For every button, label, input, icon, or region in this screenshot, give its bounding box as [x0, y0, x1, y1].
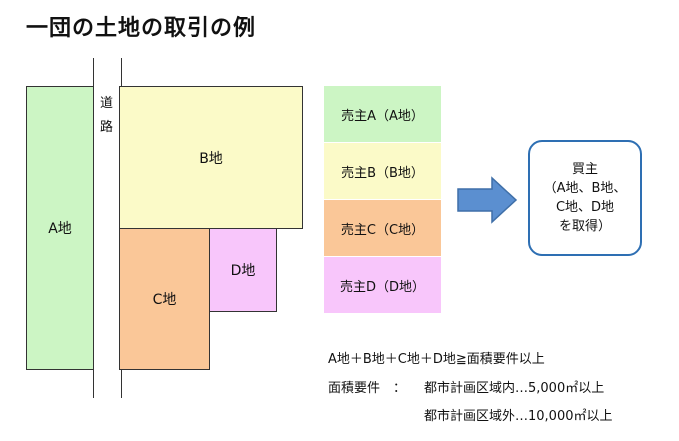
seller-b-label: 売主B（B地）	[341, 165, 424, 181]
buyer-line-2: （A地、B地、	[543, 181, 627, 196]
city-planning-outside-requirement: 都市計画区域外…10,000㎡以上	[424, 409, 613, 424]
lot-c-label: C地	[152, 292, 177, 308]
road-char-2: 路	[99, 120, 113, 135]
road-label: 道 路	[93, 92, 120, 140]
area-requirement-label: 面積要件 ：	[328, 381, 407, 396]
lot-a: A地	[26, 86, 94, 370]
lot-b: B地	[119, 86, 303, 229]
right-arrow-icon	[457, 176, 518, 224]
city-planning-inside-requirement: 都市計画区域内…5,000㎡以上	[424, 381, 605, 396]
seller-c-label: 売主C（C地）	[340, 222, 425, 238]
seller-d-label: 売主D（D地）	[339, 279, 426, 295]
buyer-title: 買主	[571, 162, 598, 177]
lot-d: D地	[209, 228, 277, 312]
page-title: 一団の土地の取引の例	[26, 16, 257, 41]
buyer-box: 買主 （A地、B地、 C地、D地 を取得）	[528, 140, 642, 256]
seller-a-box: 売主A（A地）	[324, 86, 441, 142]
lot-c: C地	[119, 228, 210, 370]
lot-b-label: B地	[199, 150, 223, 167]
buyer-line-4: を取得）	[558, 219, 611, 234]
buyer-line-3: C地、D地	[555, 200, 615, 215]
area-formula: A地＋B地＋C地＋D地≧面積要件以上	[328, 352, 545, 367]
seller-a-label: 売主A（A地）	[341, 108, 424, 124]
seller-b-box: 売主B（B地）	[324, 143, 441, 199]
seller-c-box: 売主C（C地）	[324, 200, 441, 256]
seller-d-box: 売主D（D地）	[324, 257, 441, 313]
road-char-1: 道	[99, 96, 113, 111]
lot-a-label: A地	[48, 221, 72, 237]
lot-d-label: D地	[230, 263, 256, 279]
